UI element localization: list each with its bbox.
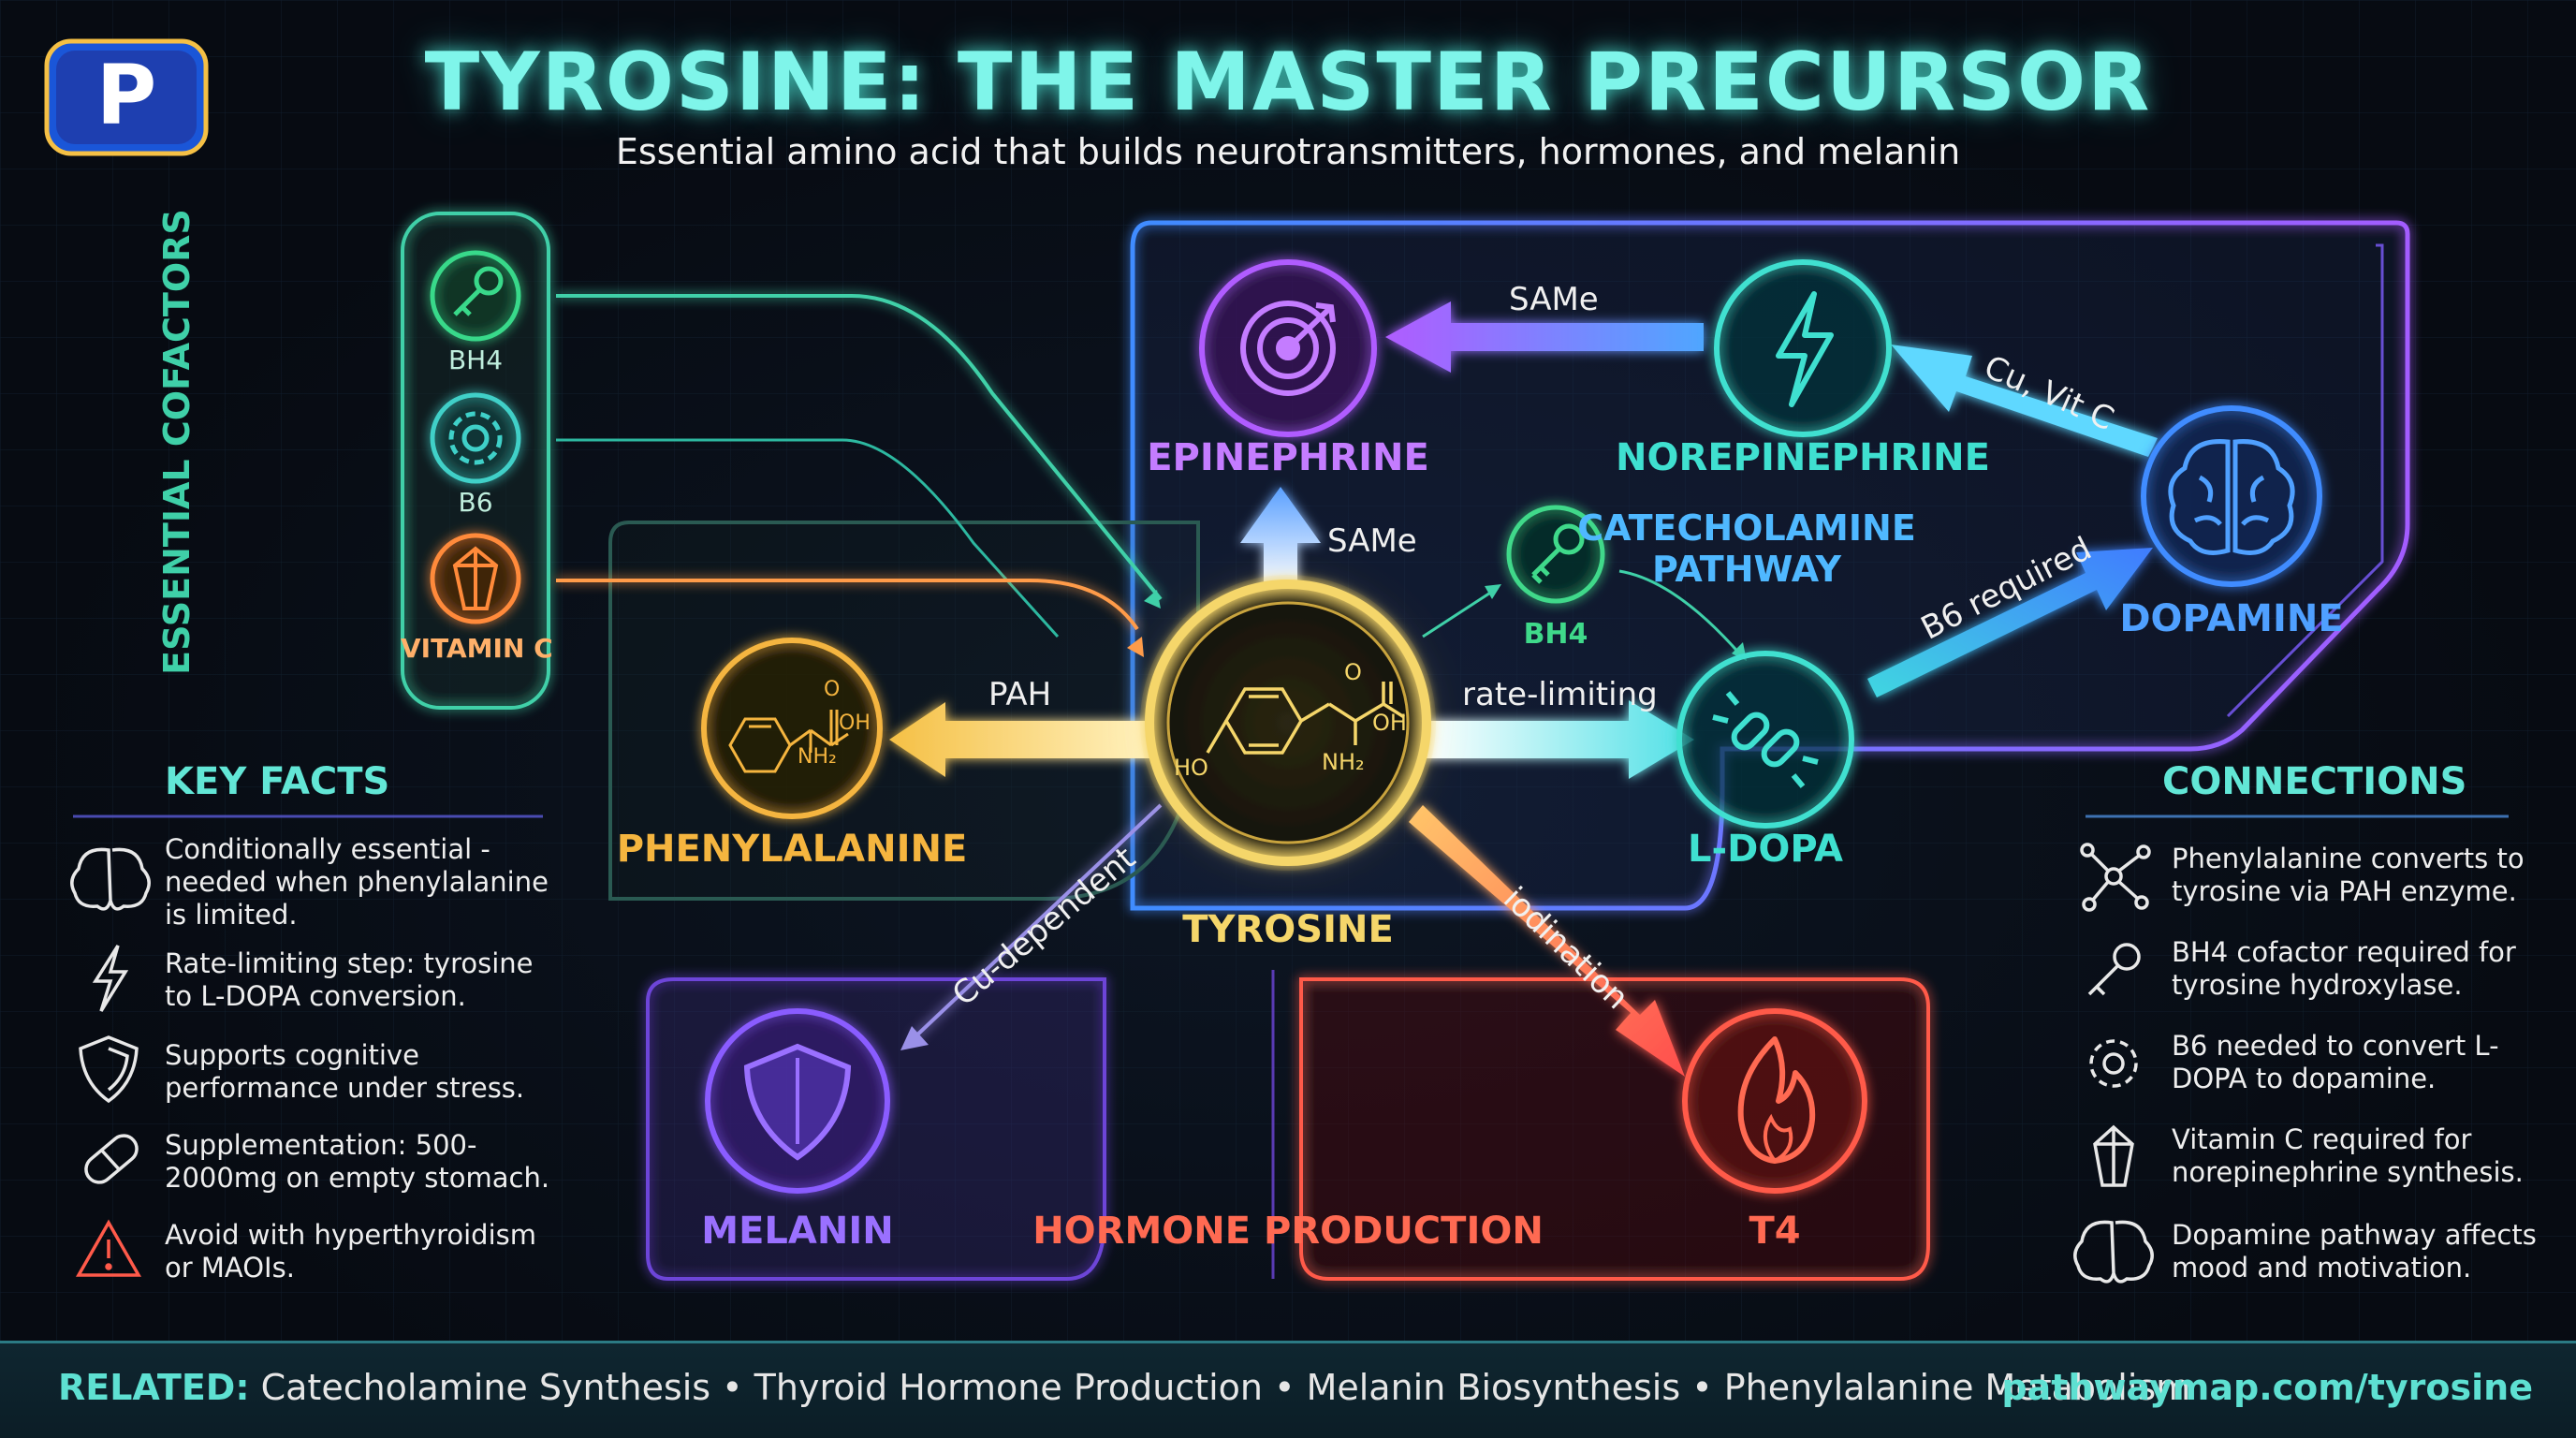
hormone-production-label: HORMONE PRODUCTION — [1032, 1210, 1544, 1253]
key-fact-item: Conditionally essential - needed when ph… — [165, 833, 549, 931]
tyrosine-label: TYROSINE — [1182, 908, 1394, 951]
footer-bar — [0, 1341, 2576, 1438]
same-up-arrow — [1240, 487, 1321, 590]
crystal-icon — [2093, 1124, 2134, 1187]
bh4-small-label: BH4 — [1523, 618, 1588, 651]
same-left-label: SAMe — [1509, 281, 1599, 318]
related-links: RELATED: Catecholamine Synthesis • Thyro… — [58, 1367, 2190, 1408]
key-icon — [1531, 523, 1585, 584]
phe-oh: OH — [839, 712, 871, 735]
phenylalanine-structure-icon — [728, 710, 849, 773]
same-left-arrow — [1385, 301, 1704, 373]
key-facts-icons — [70, 847, 151, 1184]
cofactor-b6-label: B6 — [458, 487, 493, 518]
tyrosine-node[interactable] — [1145, 580, 1431, 866]
connection-item: B6 needed to convert L-DOPA to dopamine. — [2172, 1030, 2499, 1094]
page-subtitle: Essential amino acid that builds neurotr… — [615, 131, 1961, 172]
catecholamine-label-line1: CATECHOLAMINE — [1577, 507, 1916, 549]
t4-node[interactable] — [1682, 1008, 1867, 1194]
rate-limiting-label: rate-limiting — [1462, 676, 1658, 713]
bh4-small-arrow — [1422, 586, 1499, 638]
cofactor-b6-circle[interactable] — [430, 392, 521, 484]
norepinephrine-node[interactable] — [1714, 259, 1892, 437]
key-icon — [2087, 943, 2141, 996]
crystal-icon — [452, 546, 499, 610]
warning-icon — [75, 1219, 142, 1277]
key-facts-title: KEY FACTS — [165, 760, 390, 803]
tyrosine-oh: OH — [1372, 710, 1407, 736]
related-label: RELATED: — [58, 1367, 250, 1408]
cofactor-vitc-label: VITAMIN C — [401, 633, 553, 664]
related-items[interactable]: Catecholamine Synthesis • Thyroid Hormon… — [260, 1367, 2191, 1408]
ldopa-node[interactable] — [1676, 651, 1854, 829]
tyrosine-o: O — [1344, 659, 1362, 685]
catecholamine-label-line2: PATHWAY — [1651, 549, 1842, 590]
phenylalanine-label: PHENYLALANINE — [616, 828, 968, 871]
bh4-connector — [556, 294, 1163, 601]
ldopa-label: L-DOPA — [1688, 828, 1843, 871]
brain-icon — [2168, 439, 2295, 555]
lightning-icon — [92, 945, 129, 1012]
key-fact-item: Supplementation: 500-2000mg on empty sto… — [165, 1129, 550, 1194]
connection-item: Dopamine pathway affects mood and motiva… — [2172, 1219, 2537, 1284]
cu-vitc-arrow — [1891, 345, 2158, 457]
connection-item: Phenylalanine converts to tyrosine via P… — [2172, 843, 2525, 907]
vitc-connector — [556, 579, 1139, 631]
key-fact-item: Avoid with hyperthyroidism or MAOIs. — [165, 1219, 537, 1284]
iodination-arrow — [1409, 805, 1685, 1077]
phe-nh: NH₂ — [798, 745, 837, 769]
logo-letter: P — [95, 47, 157, 143]
connections-title: CONNECTIONS — [2162, 760, 2467, 803]
brain-icon — [70, 847, 151, 911]
connection-item: Vitamin C required for norepinephrine sy… — [2172, 1123, 2524, 1188]
gear-icon — [448, 411, 503, 465]
tyrosine-nh: NH₂ — [1322, 749, 1365, 775]
gear-icon — [2089, 1039, 2138, 1088]
cofactors-title: ESSENTIAL COFACTORS — [156, 209, 198, 675]
brain-icon — [2073, 1220, 2154, 1284]
network-icon — [2080, 843, 2151, 912]
tyrosine-structure-icon — [1206, 682, 1405, 755]
melanin-label: MELANIN — [701, 1210, 894, 1253]
chain-link-icon — [1712, 691, 1819, 788]
key-icon — [453, 266, 504, 316]
b6-required-arrow — [1867, 548, 2153, 697]
flame-icon — [1737, 1036, 1816, 1164]
tyrosine-ho: HO — [1174, 755, 1208, 781]
shield-icon — [79, 1035, 139, 1104]
epinephrine-label: EPINEPHRINE — [1147, 436, 1429, 479]
connection-item: BH4 cofactor required for tyrosine hydro… — [2172, 936, 2516, 1001]
dopamine-label: DOPAMINE — [2119, 597, 2344, 640]
footer-url-link[interactable]: pathwaymap.com/tyrosine — [2001, 1367, 2533, 1408]
page-title: TYROSINE: THE MASTER PRECURSOR — [424, 36, 2152, 129]
cofactor-bh4-label: BH4 — [447, 345, 504, 375]
norepinephrine-label: NOREPINEPHRINE — [1616, 436, 1990, 479]
rate-limiting-arrow — [1423, 700, 1694, 779]
pill-icon — [84, 1134, 139, 1184]
same-up-label: SAMe — [1327, 522, 1417, 560]
pah-arrow — [889, 702, 1151, 777]
pah-label: PAH — [988, 676, 1052, 713]
key-fact-item: Supports cognitive performance under str… — [165, 1039, 525, 1104]
lightning-icon — [1776, 291, 1834, 407]
cu-dependent-arrow — [911, 803, 1163, 1041]
phe-o: O — [824, 678, 841, 701]
key-fact-item: Rate-limiting step: tyrosine to L-DOPA c… — [165, 947, 534, 1012]
target-icon — [1240, 301, 1336, 396]
connection-icons — [2073, 843, 2154, 1284]
t4-label: T4 — [1749, 1210, 1801, 1253]
b6-connector — [556, 438, 1060, 638]
